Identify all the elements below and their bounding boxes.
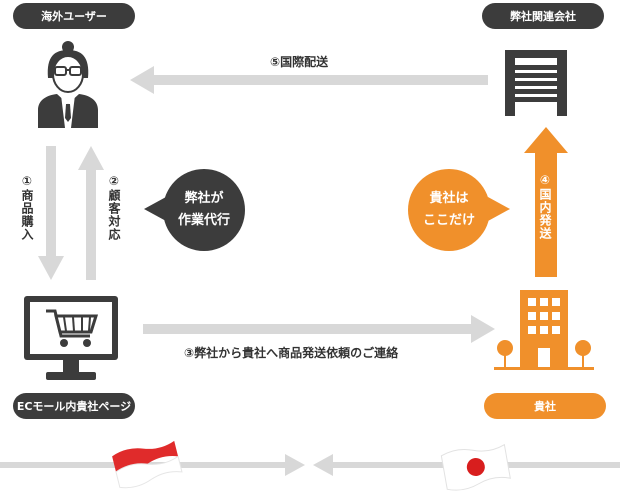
ec-page-label: ECモール内貴社ページ [13, 393, 135, 419]
client-bubble-line2: ここだけ [422, 213, 475, 228]
domestic-shipping-arrow [524, 127, 568, 277]
client-bubble: 貴社は ここだけ [408, 169, 490, 251]
agent-bubble-line1: 弊社が [184, 191, 224, 206]
client-label: 貴社 [484, 393, 606, 419]
international-shipping-arrow [130, 66, 488, 94]
client-bubble-line1: 貴社は [429, 191, 469, 206]
customer-support-arrow [78, 146, 104, 280]
step1-label: ①商品購入 [20, 174, 34, 241]
step4-label: ④国内発送 [538, 173, 552, 240]
user-person-icon [38, 41, 98, 128]
partner-building-icon [505, 50, 567, 116]
overseas-user-label: 海外ユーザー [13, 3, 135, 29]
agent-bubble-tail [144, 197, 166, 221]
agent-bubble: 弊社が 作業代行 [163, 169, 245, 251]
computer-cart-icon [24, 296, 118, 380]
partner-company-label: 弊社関連会社 [482, 3, 604, 29]
step5-label: ⑤国際配送 [270, 55, 329, 69]
client-bubble-tail [488, 197, 510, 221]
step3-label: ③弊社から貴社へ商品発送依頼のご連絡 [184, 346, 399, 360]
indonesia-flag-icon [112, 440, 183, 489]
japan-flag-icon [440, 443, 511, 491]
purchase-arrow [38, 146, 64, 280]
client-office-icon [494, 290, 594, 370]
agent-bubble-line2: 作業代行 [177, 213, 230, 228]
bottom-route-line [0, 454, 620, 476]
shipping-request-arrow [143, 315, 495, 343]
step2-label: ②顧客対応 [107, 174, 121, 241]
